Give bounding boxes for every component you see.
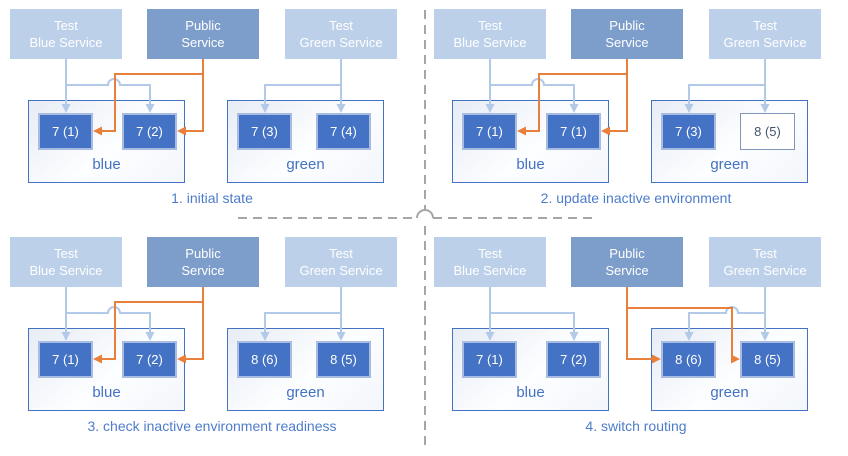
service-box-test-green: Test Green Service xyxy=(709,9,821,59)
service-label: Blue Service xyxy=(453,35,527,50)
panel-caption: 3. check inactive environment readiness xyxy=(87,418,337,434)
service-label: Blue Service xyxy=(29,263,103,278)
instance-box: 7 (2) xyxy=(546,341,601,378)
service-label: Test xyxy=(753,246,777,261)
public-route-arrow xyxy=(177,287,204,364)
service-label: Test xyxy=(54,246,78,261)
instance-box: 8 (5) xyxy=(316,341,371,378)
service-label: Service xyxy=(605,35,649,50)
service-box-public: Public Service xyxy=(147,9,259,59)
instance-box: 7 (2) xyxy=(122,341,177,378)
environment-label: blue xyxy=(516,384,545,401)
instance-box: 8 (6) xyxy=(661,341,716,378)
instance-box: 7 (4) xyxy=(316,113,371,150)
public-route-arrow xyxy=(601,59,628,136)
service-label: Test xyxy=(329,18,353,33)
instance-box: 7 (1) xyxy=(546,113,601,150)
service-label: Test xyxy=(478,246,502,261)
panel-caption: 1. initial state xyxy=(171,190,253,206)
service-box-test-green: Test Green Service xyxy=(285,9,397,59)
service-label: Blue Service xyxy=(29,35,103,50)
instance-box: 7 (2) xyxy=(122,113,177,150)
service-label: Blue Service xyxy=(453,263,527,278)
service-box-test-blue: Test Blue Service xyxy=(434,237,546,287)
service-label: Public xyxy=(609,246,645,261)
environment-label: green xyxy=(286,156,325,173)
service-box-public: Public Service xyxy=(571,9,683,59)
service-box-test-green: Test Green Service xyxy=(709,237,821,287)
service-label: Green Service xyxy=(723,35,807,50)
service-label: Service xyxy=(181,35,225,50)
service-label: Test xyxy=(478,18,502,33)
environment-label: green xyxy=(710,156,749,173)
instance-box: 7 (3) xyxy=(237,113,292,150)
environment-label: blue xyxy=(516,156,545,173)
environment-label: green xyxy=(710,384,749,401)
public-route-arrow xyxy=(177,59,204,136)
environment-label: blue xyxy=(92,156,121,173)
service-label: Green Service xyxy=(723,263,807,278)
instance-box: 8 (5) xyxy=(740,113,795,150)
service-box-public: Public Service xyxy=(147,237,259,287)
panel-caption: 4. switch routing xyxy=(585,418,687,434)
instance-box: 7 (3) xyxy=(661,113,716,150)
service-label: Public xyxy=(609,18,645,33)
service-box-public: Public Service xyxy=(571,237,683,287)
service-box-test-blue: Test Blue Service xyxy=(434,9,546,59)
service-label: Service xyxy=(605,263,649,278)
service-label: Public xyxy=(185,246,221,261)
service-label: Test xyxy=(54,18,78,33)
instance-box: 7 (1) xyxy=(462,113,517,150)
environment-label: blue xyxy=(92,384,121,401)
instance-box: 7 (1) xyxy=(38,341,93,378)
service-box-test-blue: Test Blue Service xyxy=(10,237,122,287)
service-label: Green Service xyxy=(299,263,383,278)
service-box-test-green: Test Green Service xyxy=(285,237,397,287)
instance-box: 8 (5) xyxy=(740,341,795,378)
panel-initial-state: Test Blue Service Public Service Test Gr… xyxy=(0,0,424,228)
panel-switch-routing: Test Blue Service Public Service Test Gr… xyxy=(424,228,848,456)
environment-label: green xyxy=(286,384,325,401)
service-label: Service xyxy=(181,263,225,278)
panel-update-inactive-environment: Test Blue Service Public Service Test Gr… xyxy=(424,0,848,228)
service-box-test-blue: Test Blue Service xyxy=(10,9,122,59)
service-label: Test xyxy=(753,18,777,33)
instance-box: 7 (1) xyxy=(462,341,517,378)
instance-box: 7 (1) xyxy=(38,113,93,150)
service-label: Green Service xyxy=(299,35,383,50)
service-label: Public xyxy=(185,18,221,33)
public-route-arrow xyxy=(626,287,661,364)
instance-box: 8 (6) xyxy=(237,341,292,378)
service-label: Test xyxy=(329,246,353,261)
panel-check-inactive-environment-readiness: Test Blue Service Public Service Test Gr… xyxy=(0,228,424,456)
panel-caption: 2. update inactive environment xyxy=(540,190,732,206)
